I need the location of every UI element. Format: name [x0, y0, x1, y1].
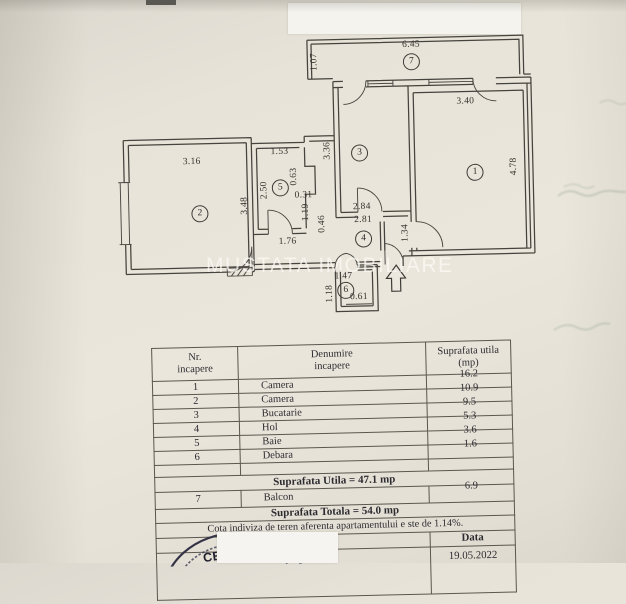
floor-plan-drawing [118, 34, 536, 313]
agency-watermark: MUSTATA IMOBILIARE [206, 254, 454, 277]
redaction-box-top [288, 3, 521, 34]
door-arcs [227, 78, 497, 273]
faint-handwriting-marks [553, 99, 626, 331]
redaction-box-bottom [217, 532, 338, 563]
scan-edge-mark [146, 0, 176, 5]
plan-walls [122, 34, 536, 313]
entrance-arrow-icon [385, 264, 407, 292]
